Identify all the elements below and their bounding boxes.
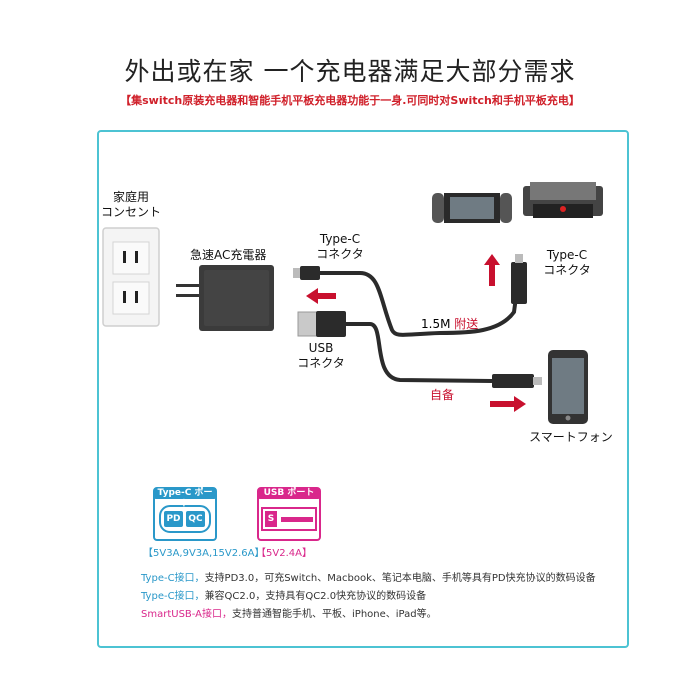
switch-handheld-icon xyxy=(432,193,512,223)
usb-port-spec: 【5V2.4A】 xyxy=(256,548,312,559)
charger-label: 急速AC充電器 xyxy=(190,248,267,262)
smartphone-label: スマートフォン xyxy=(529,430,613,444)
typec-connector-label-left: Type-C コネクタ xyxy=(316,232,364,261)
note-typec-pd: Type-C接口，支持PD3.0，可充Switch、Macbook、笔记本电脑、… xyxy=(141,573,596,584)
usb-cable-icon xyxy=(297,311,542,388)
diagram-panel xyxy=(97,130,629,648)
arrow-left-icon xyxy=(306,288,336,304)
usb-connector-label: USB コネクタ xyxy=(297,341,345,370)
pd-label: PD xyxy=(166,514,181,524)
usb-port-title: USB ポート xyxy=(263,488,315,498)
smartphone-icon xyxy=(548,350,588,424)
typec-connector-label-right: Type-C コネクタ xyxy=(543,248,591,277)
outlet-label: 家庭用 コンセント xyxy=(100,190,161,219)
switch-dock-icon xyxy=(523,182,603,218)
smart-s-label: S xyxy=(267,514,275,524)
typec-port-title: Type-C ポート xyxy=(157,488,213,509)
typec-port-icon xyxy=(153,487,217,541)
note-typec-qc: Type-C接口，兼容QC2.0，支持具有QC2.0快充协议的数码设备 xyxy=(141,591,427,602)
ac-charger-icon xyxy=(176,265,274,331)
page-title: 外出或在家 一个充电器满足大部分需求 xyxy=(124,57,576,86)
typec-port-spec: 【5V3A,9V3A,15V2.6A】 xyxy=(143,548,265,559)
wall-outlet-icon xyxy=(102,227,160,327)
typec-cable-icon xyxy=(293,254,527,337)
qc-label: QC xyxy=(188,514,203,524)
cable-length-label: 1.5M 附送 xyxy=(421,317,479,331)
note-usb-a: SmartUSB-A接口，支持普通智能手机、平板、iPhone、iPad等。 xyxy=(141,609,437,620)
usb-port-icon xyxy=(257,487,321,541)
self-prepared-label: 自备 xyxy=(430,388,455,402)
arrow-right-icon xyxy=(490,396,526,412)
page-subtitle: 【集switch原装充电器和智能手机平板充电器功能于一身.可同时对Switch和… xyxy=(120,94,580,107)
arrow-up-icon xyxy=(484,254,500,286)
included-label: 附送 xyxy=(454,317,479,331)
